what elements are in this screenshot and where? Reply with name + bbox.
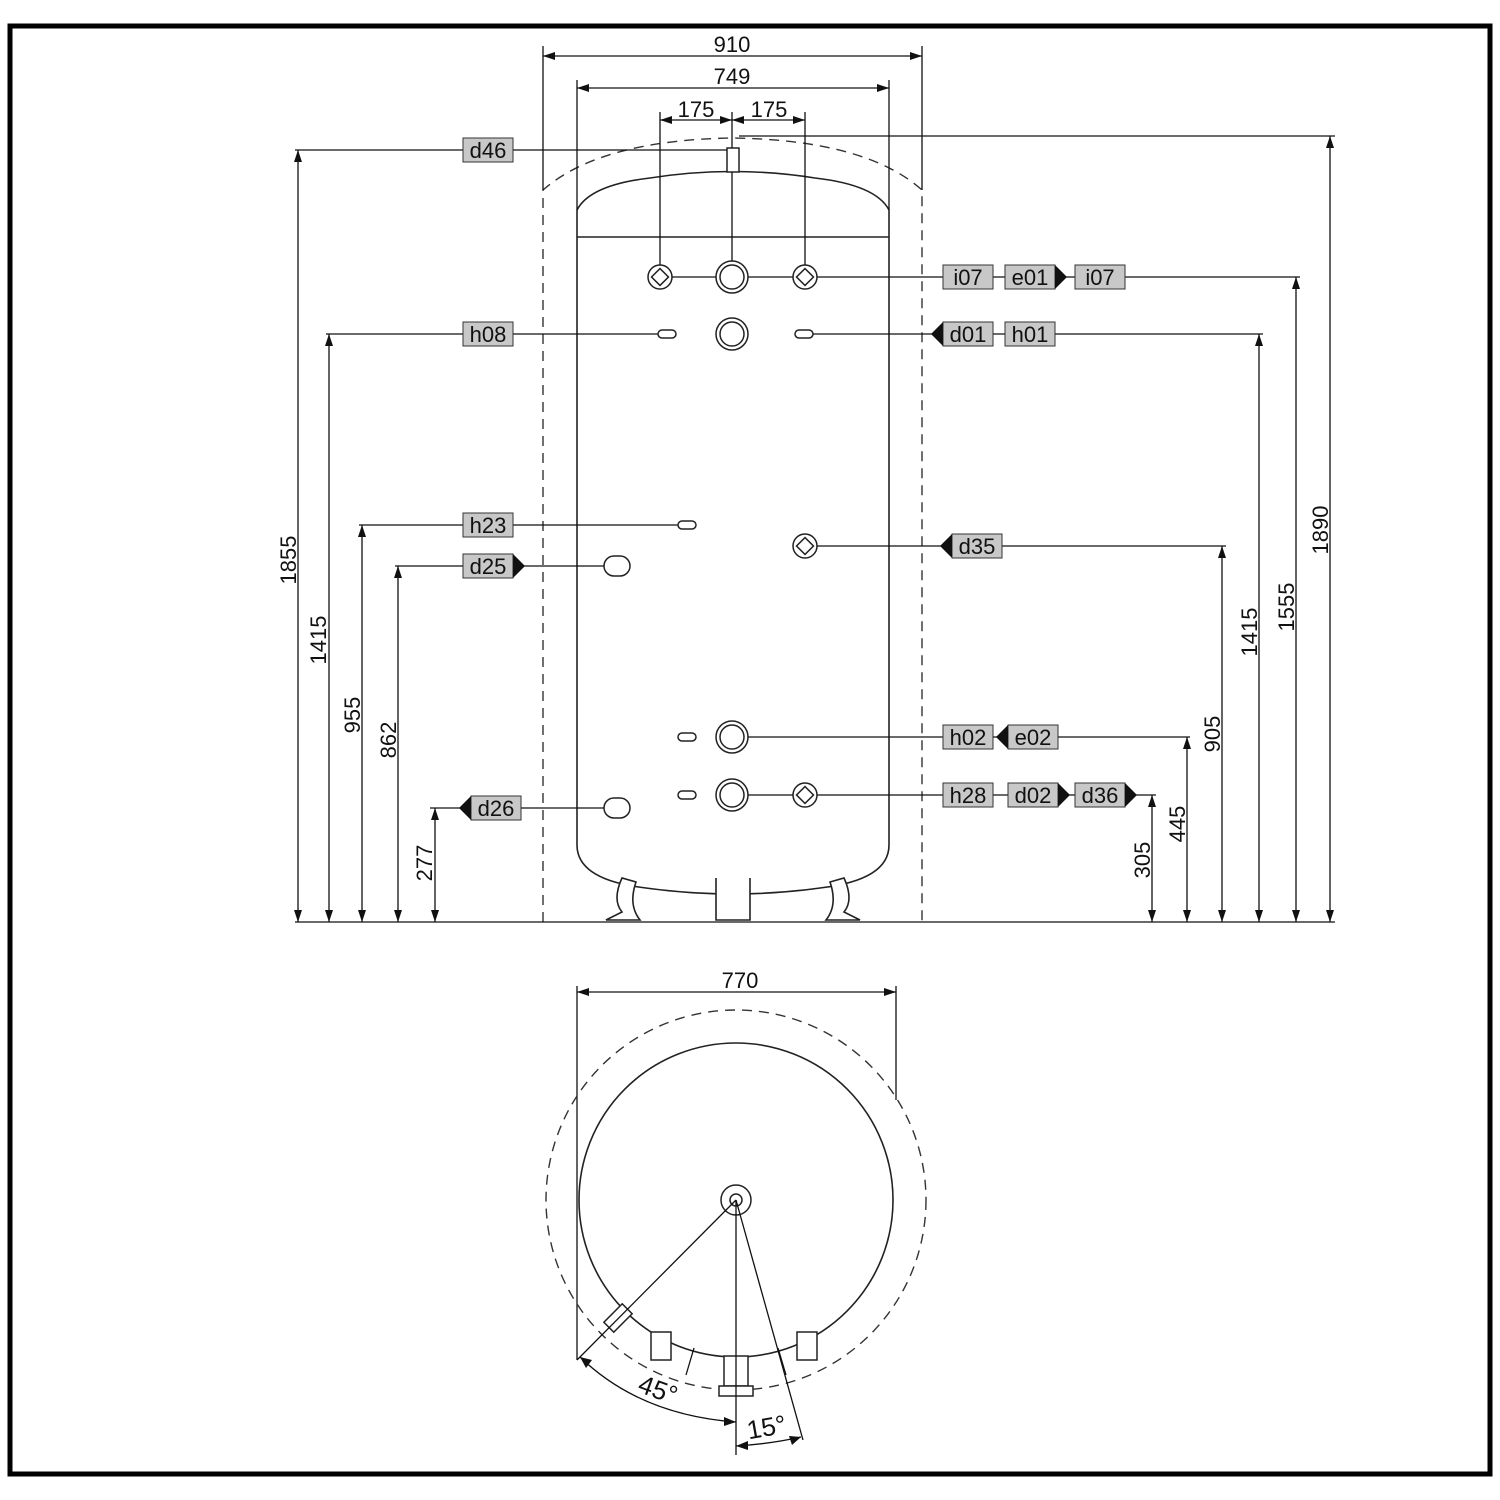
label-i07-right: i07 — [1085, 265, 1114, 290]
label-e01: e01 — [1012, 265, 1049, 290]
dim-910: 910 — [714, 32, 751, 57]
label-h02: h02 — [950, 725, 987, 750]
tank-drain-foot — [715, 878, 751, 921]
label-e02: e02 — [1015, 725, 1052, 750]
angle-45-label: 45° — [634, 1369, 681, 1411]
tank-foot-right — [824, 877, 861, 921]
tank-foot-left — [605, 877, 642, 921]
label-d46: d46 — [470, 138, 507, 163]
label-d35: d35 — [959, 534, 996, 559]
dim-955: 955 — [340, 697, 365, 734]
sensor-h08 — [657, 329, 677, 339]
arc-45 — [579, 1356, 737, 1423]
connection-e02-inner — [719, 724, 745, 750]
dim-305: 305 — [1130, 842, 1155, 879]
connection-d25 — [603, 555, 631, 577]
label-h08: h08 — [470, 322, 507, 347]
top-nozzle — [726, 147, 740, 173]
dim-445: 445 — [1165, 806, 1190, 843]
insulation-outline — [542, 137, 923, 922]
connection-i07-left-diamond — [650, 267, 670, 287]
dim-1415-right: 1415 — [1237, 608, 1262, 657]
elevation-view: 910 749 175 175 1855 1415 — [276, 32, 1335, 923]
top-dimensions: 910 749 175 175 — [542, 32, 923, 265]
label-d36: d36 — [1082, 783, 1119, 808]
label-d02: d02 — [1015, 783, 1052, 808]
angle-15-label: 15° — [744, 1409, 788, 1445]
tank-body — [576, 170, 890, 895]
dim-175-right: 175 — [751, 97, 788, 122]
dim-905: 905 — [1200, 716, 1225, 753]
dim-277: 277 — [412, 845, 437, 882]
connection-d35-diamond — [795, 536, 815, 556]
dim-175-left: 175 — [678, 97, 715, 122]
connection-i07-right-diamond — [795, 267, 815, 287]
sensor-h23 — [677, 520, 697, 530]
dim-1890: 1890 — [1308, 506, 1333, 555]
connection-e01-inner — [719, 264, 745, 290]
dim-749: 749 — [714, 64, 751, 89]
dim-1855: 1855 — [276, 536, 301, 585]
right-dimensions: 1890 1555 1415 905 445 305 — [739, 135, 1335, 922]
label-i07-left: i07 — [953, 265, 982, 290]
label-h28: h28 — [950, 783, 987, 808]
sensor-h02 — [677, 732, 697, 742]
connection-d01-inner — [719, 321, 745, 347]
dim-770: 770 — [722, 968, 759, 993]
connection-d36-diamond — [795, 785, 815, 805]
plan-stub-left — [650, 1331, 672, 1361]
label-d01: d01 — [950, 322, 987, 347]
sensor-h28 — [677, 790, 697, 800]
plan-view: 770 45° 15° — [545, 968, 927, 1455]
connection-d26 — [603, 797, 631, 819]
label-d26: d26 — [478, 796, 515, 821]
dim-1555: 1555 — [1274, 583, 1299, 632]
label-h23: h23 — [470, 513, 507, 538]
connection-d02-inner — [719, 782, 745, 808]
label-d25: d25 — [470, 554, 507, 579]
drawing-frame — [7, 23, 1493, 1477]
sensor-h01 — [794, 329, 814, 339]
label-h01: h01 — [1012, 322, 1049, 347]
labels: d46 h08 h23 d25 d26 i07 e01 i07 d01 h01 — [459, 137, 1137, 821]
plan-stub-right — [796, 1331, 818, 1361]
dim-862: 862 — [376, 722, 401, 759]
dim-1415-left: 1415 — [306, 616, 331, 665]
